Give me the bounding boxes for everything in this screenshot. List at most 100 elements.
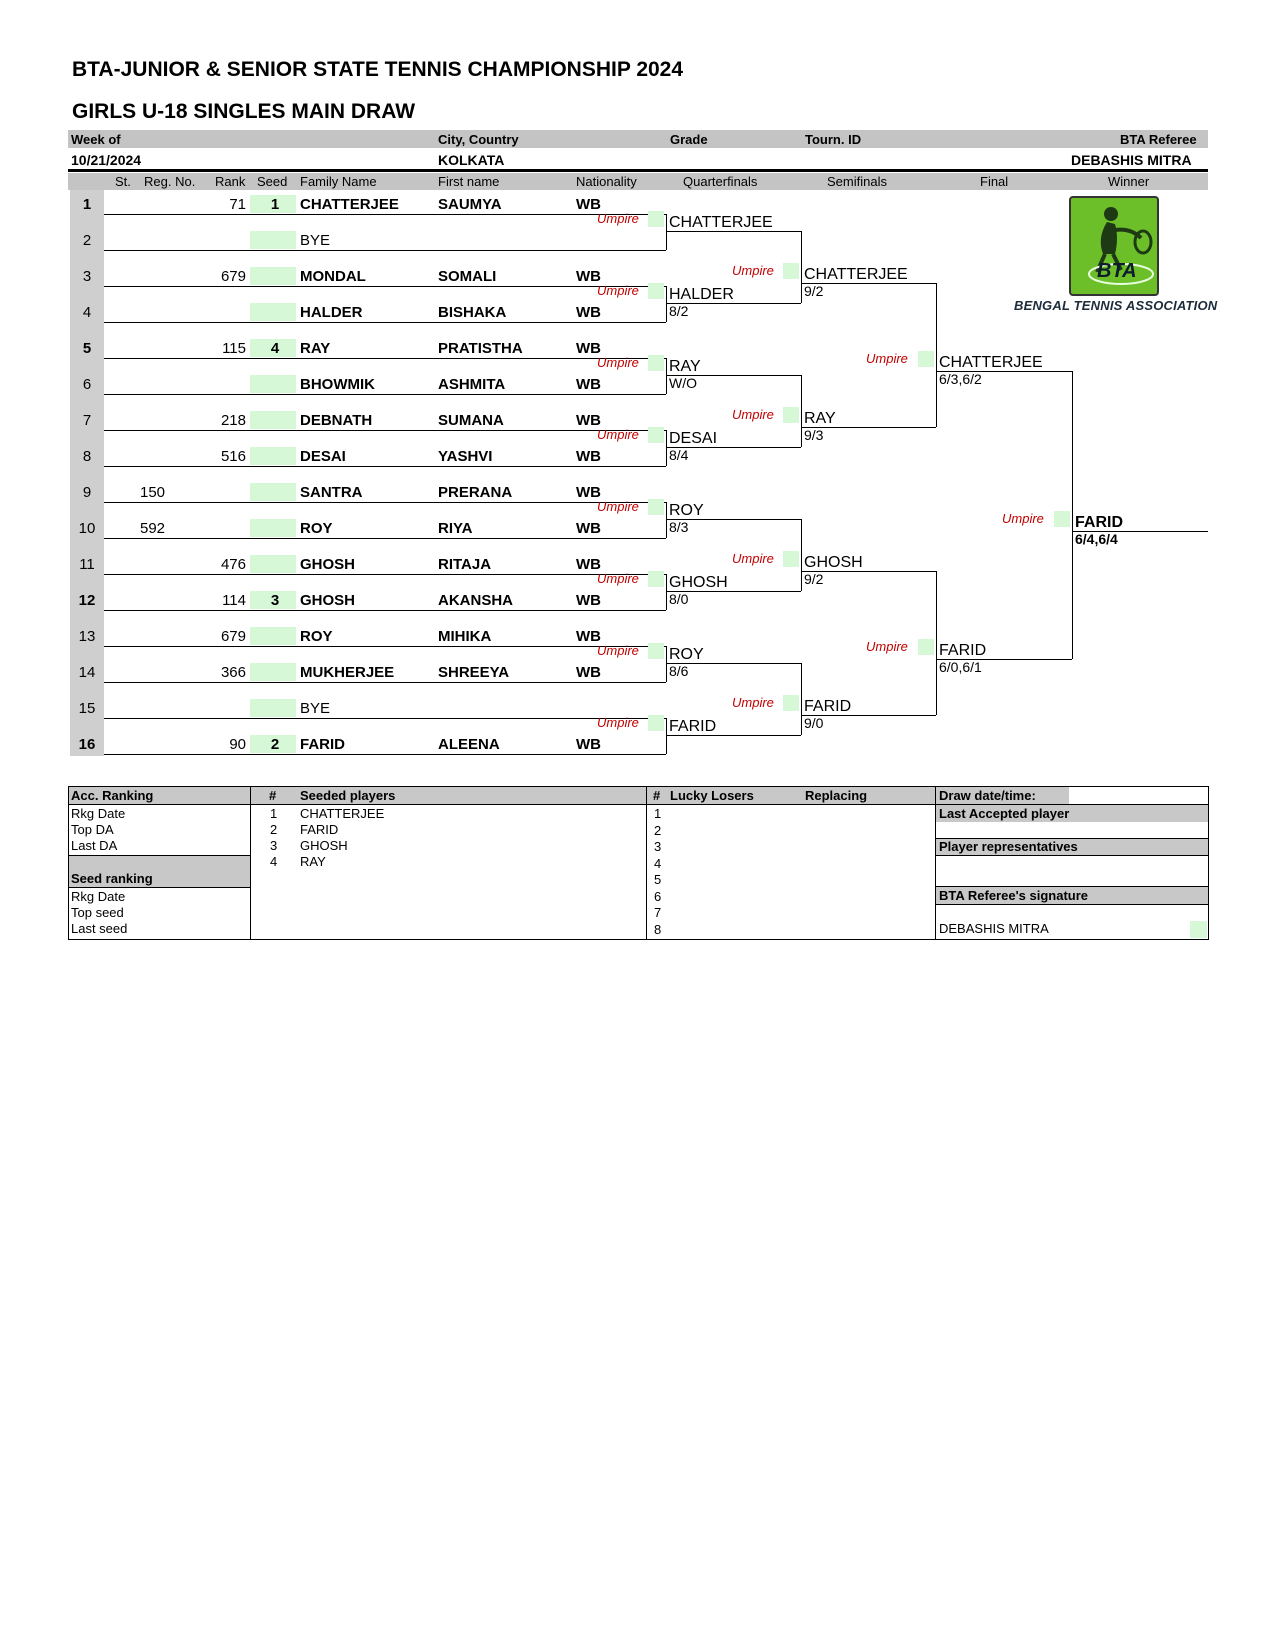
umpire-box[interactable] xyxy=(1054,511,1070,527)
qf-4-name[interactable]: DESAI xyxy=(669,430,718,447)
qf-connector xyxy=(666,574,667,610)
player-first-name: ASHMITA xyxy=(438,376,506,393)
umpire-box[interactable] xyxy=(648,715,664,731)
umpire-box[interactable] xyxy=(648,211,664,227)
player-row-number: 9 xyxy=(82,484,92,501)
player-rank: 476 xyxy=(220,556,246,573)
qf-connector xyxy=(666,358,667,394)
col-seed: Seed xyxy=(257,174,288,189)
player-row-line xyxy=(104,286,666,287)
player-family-name[interactable]: HALDER xyxy=(300,304,363,321)
seeded-hash: # xyxy=(269,788,277,803)
sf-3-name[interactable]: GHOSH xyxy=(804,554,863,571)
qf-8-name[interactable]: FARID xyxy=(669,718,717,735)
column-band xyxy=(68,173,1208,190)
bta-logo: BTA xyxy=(1069,196,1159,296)
umpire-label: Umpire xyxy=(732,263,774,278)
player-seed: 1 xyxy=(270,196,280,213)
umpire-box[interactable] xyxy=(918,351,934,367)
umpire-box[interactable] xyxy=(648,499,664,515)
umpire-label: Umpire xyxy=(732,407,774,422)
player-family-name[interactable]: BHOWMIK xyxy=(300,376,375,393)
umpire-box[interactable] xyxy=(783,407,799,423)
umpire-box[interactable] xyxy=(648,643,664,659)
qf-line xyxy=(666,231,801,232)
player-rank: 115 xyxy=(222,340,246,357)
winner-name[interactable]: FARID xyxy=(1075,514,1123,531)
last-da-label: Last DA xyxy=(71,838,118,853)
seed-box xyxy=(250,483,296,501)
umpire-box[interactable] xyxy=(648,283,664,299)
qf-1-name[interactable]: CHATTERJEE xyxy=(669,214,773,231)
umpire-label: Umpire xyxy=(597,499,639,514)
qf-connector xyxy=(666,286,667,322)
qf-3-score: W/O xyxy=(669,375,697,391)
player-family-name[interactable]: CHATTERJEE xyxy=(300,196,399,213)
qf-line xyxy=(666,663,801,664)
player-family-name[interactable]: ROY xyxy=(300,520,333,537)
logo-letters: BTA xyxy=(1097,260,1137,282)
qf-2-score: 8/2 xyxy=(669,303,689,319)
signature-box[interactable] xyxy=(1190,921,1207,938)
qf-6-name[interactable]: GHOSH xyxy=(669,574,728,591)
sf-4-name[interactable]: FARID xyxy=(804,698,852,715)
player-first-name: RIYA xyxy=(438,520,473,537)
qf-5-name[interactable]: ROY xyxy=(669,502,704,519)
qf-3-name[interactable]: RAY xyxy=(669,358,701,375)
final-2-name[interactable]: FARID xyxy=(939,642,987,659)
reps-rule-top xyxy=(935,838,1209,839)
row-number-gutter xyxy=(70,190,104,756)
player-family-name[interactable]: DESAI xyxy=(300,448,346,465)
seeded-player-name: RAY xyxy=(300,854,326,869)
player-nationality: WB xyxy=(576,484,601,501)
col-nationality: Nationality xyxy=(576,174,637,189)
footer-divider-1 xyxy=(250,786,251,940)
week-of-value: 10/21/2024 xyxy=(71,152,142,168)
col-st: St. xyxy=(115,174,131,189)
qf-4-score: 8/4 xyxy=(669,447,689,463)
qf-line xyxy=(666,375,801,376)
sf-2-score: 9/3 xyxy=(804,427,824,443)
seeded-number: 3 xyxy=(270,838,278,853)
umpire-box[interactable] xyxy=(783,263,799,279)
player-family-name[interactable]: DEBNATH xyxy=(300,412,373,429)
umpire-label: Umpire xyxy=(597,571,639,586)
player-family-name[interactable]: MONDAL xyxy=(300,268,366,285)
player-family-name[interactable]: GHOSH xyxy=(300,556,356,573)
qf-7-name[interactable]: ROY xyxy=(669,646,704,663)
lucky-losers-label: Lucky Losers xyxy=(670,788,754,803)
sf-2-name[interactable]: RAY xyxy=(804,410,836,427)
player-rank: 71 xyxy=(229,196,246,213)
umpire-box[interactable] xyxy=(918,639,934,655)
umpire-box[interactable] xyxy=(648,355,664,371)
umpire-box[interactable] xyxy=(648,427,664,443)
player-family-name[interactable]: GHOSH xyxy=(300,592,356,609)
umpire-box[interactable] xyxy=(648,571,664,587)
player-family-name[interactable]: ROY xyxy=(300,628,333,645)
sf-1-name[interactable]: CHATTERJEE xyxy=(804,266,908,283)
player-family-name[interactable]: RAY xyxy=(300,340,331,357)
final-1-name[interactable]: CHATTERJEE xyxy=(939,354,1043,371)
player-family-name[interactable]: SANTRA xyxy=(300,484,363,501)
top-seed-label: Top seed xyxy=(71,905,124,920)
umpire-box[interactable] xyxy=(783,551,799,567)
referee-signature-label: BTA Referee's signature xyxy=(939,888,1089,903)
player-family-name[interactable]: FARID xyxy=(300,736,345,753)
winner-connector xyxy=(1072,371,1073,659)
referee-label: BTA Referee xyxy=(1120,132,1197,147)
logo-caption: BENGAL TENNIS ASSOCIATION xyxy=(1014,298,1218,313)
player-nationality: WB xyxy=(576,304,601,321)
footer-divider-2 xyxy=(646,786,647,940)
qf-2-name[interactable]: HALDER xyxy=(669,286,734,303)
seeded-player-name: FARID xyxy=(300,822,339,837)
umpire-box[interactable] xyxy=(783,695,799,711)
player-first-name: BISHAKA xyxy=(438,304,507,321)
player-row-line xyxy=(104,646,666,647)
player-nationality: WB xyxy=(576,520,601,537)
player-reps-label: Player representatives xyxy=(939,839,1078,854)
seed-box xyxy=(250,519,296,537)
header-band xyxy=(68,130,1208,148)
player-row-line xyxy=(104,250,666,251)
player-family-name: BYE xyxy=(300,700,331,717)
player-family-name[interactable]: MUKHERJEE xyxy=(300,664,395,681)
